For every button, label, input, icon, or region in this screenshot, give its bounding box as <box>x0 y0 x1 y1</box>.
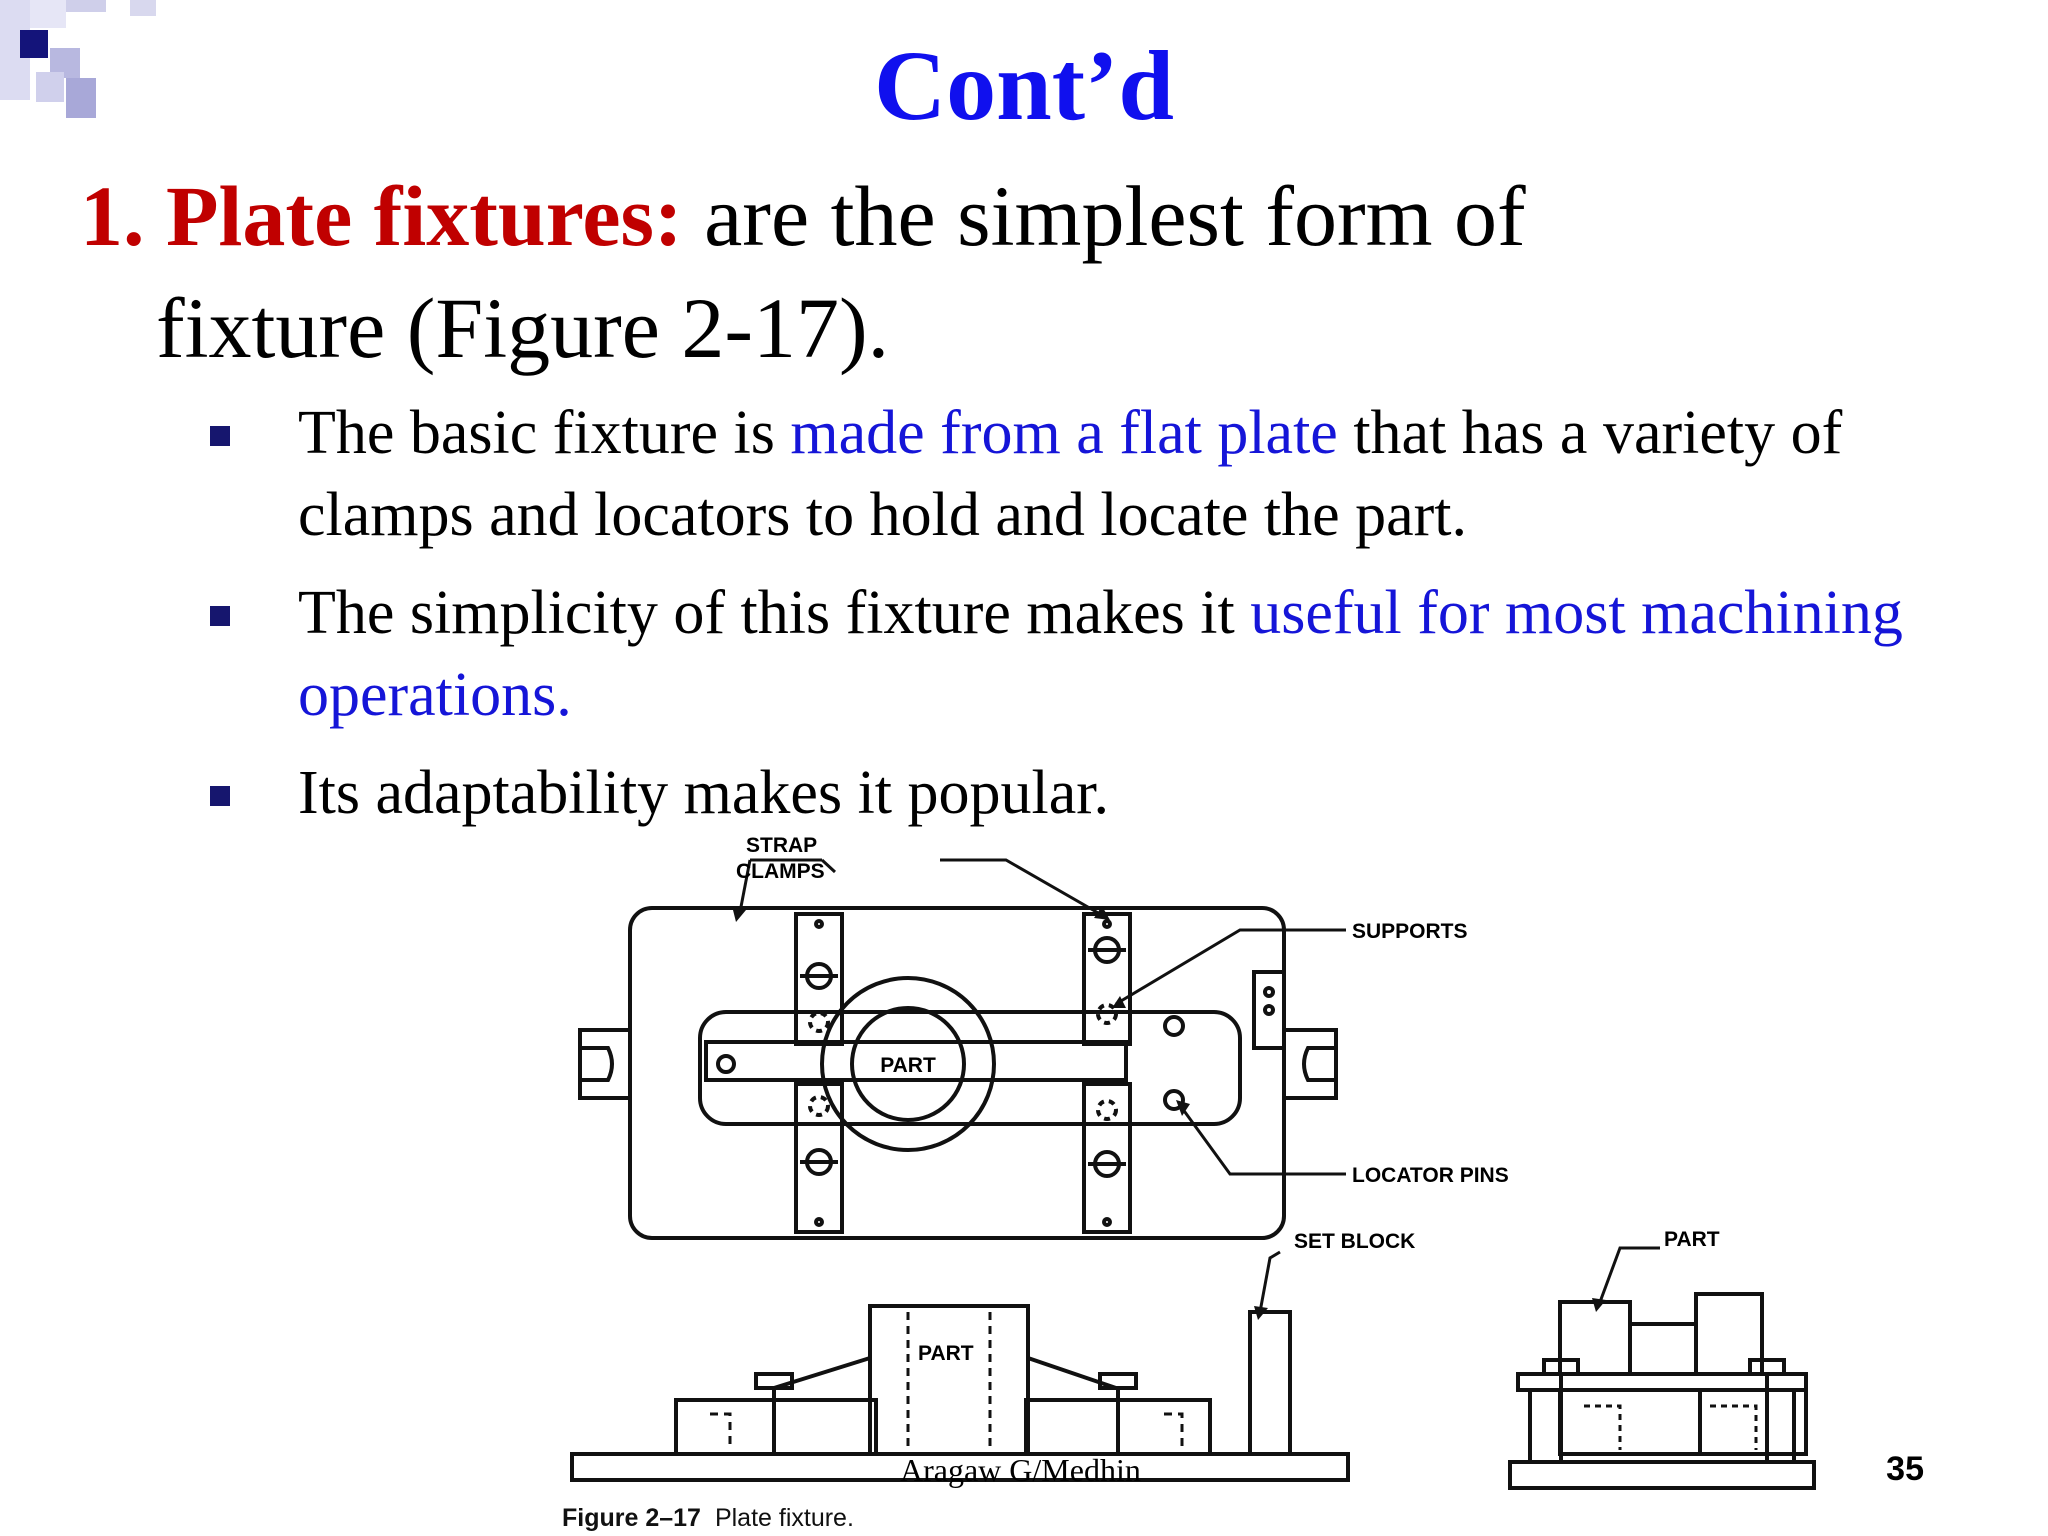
footer-author: Aragaw G/Medhin <box>900 1452 1141 1488</box>
part-outer <box>820 976 996 1152</box>
bullet-item: The basic fixture is made from a flat pl… <box>210 392 2030 556</box>
label-set-block: SET BLOCK <box>1294 1230 1415 1253</box>
heading-line2: fixture (Figure 2-17). <box>156 280 890 376</box>
caption-text: Plate fixture. <box>714 1504 854 1532</box>
base-plate <box>628 906 1286 1240</box>
section-heading: 1. Plate fixtures: are the simplest form… <box>80 160 1526 384</box>
front-part <box>868 1304 1030 1456</box>
bullet-highlight: useful for most machining operations. <box>298 579 1903 729</box>
bullet-item: The simplicity of this fixture makes it … <box>210 572 2030 736</box>
bullet-highlight: made from a flat plate <box>790 399 1338 467</box>
page-number: 35 <box>1886 1450 1924 1488</box>
bullet-square-icon <box>210 606 230 626</box>
heading-number: 1. <box>80 168 145 264</box>
label-clamps: CLAMPS <box>736 860 825 883</box>
bullet-list: The basic fixture is made from a flat pl… <box>210 392 2030 850</box>
caption-label: Figure 2–17 <box>562 1504 701 1532</box>
set-block <box>1248 1310 1292 1456</box>
heading-line1-rest: are the simplest form of <box>704 168 1526 264</box>
corner-decoration <box>0 0 156 118</box>
bullet-square-icon <box>210 426 230 446</box>
label-part-front: PART <box>918 1342 974 1365</box>
label-part-side: PART <box>1664 1228 1720 1251</box>
label-strap: STRAP <box>746 834 817 857</box>
label-supports: SUPPORTS <box>1352 920 1468 943</box>
label-part-top: PART <box>880 1054 936 1077</box>
heading-term: Plate fixtures: <box>166 168 683 264</box>
slide-title: Cont’d <box>873 30 1175 141</box>
plate-fixture-figure: STRAP CLAMPS SUPPORTS PART LOCATOR PINS … <box>570 834 1816 1490</box>
label-locator-pins: LOCATOR PINS <box>1352 1164 1509 1187</box>
bullet-item: Its adaptability makes it popular. <box>210 752 2030 834</box>
figure-caption: Figure 2–17 Plate fixture. <box>562 1504 854 1533</box>
bullet-square-icon <box>210 786 230 806</box>
